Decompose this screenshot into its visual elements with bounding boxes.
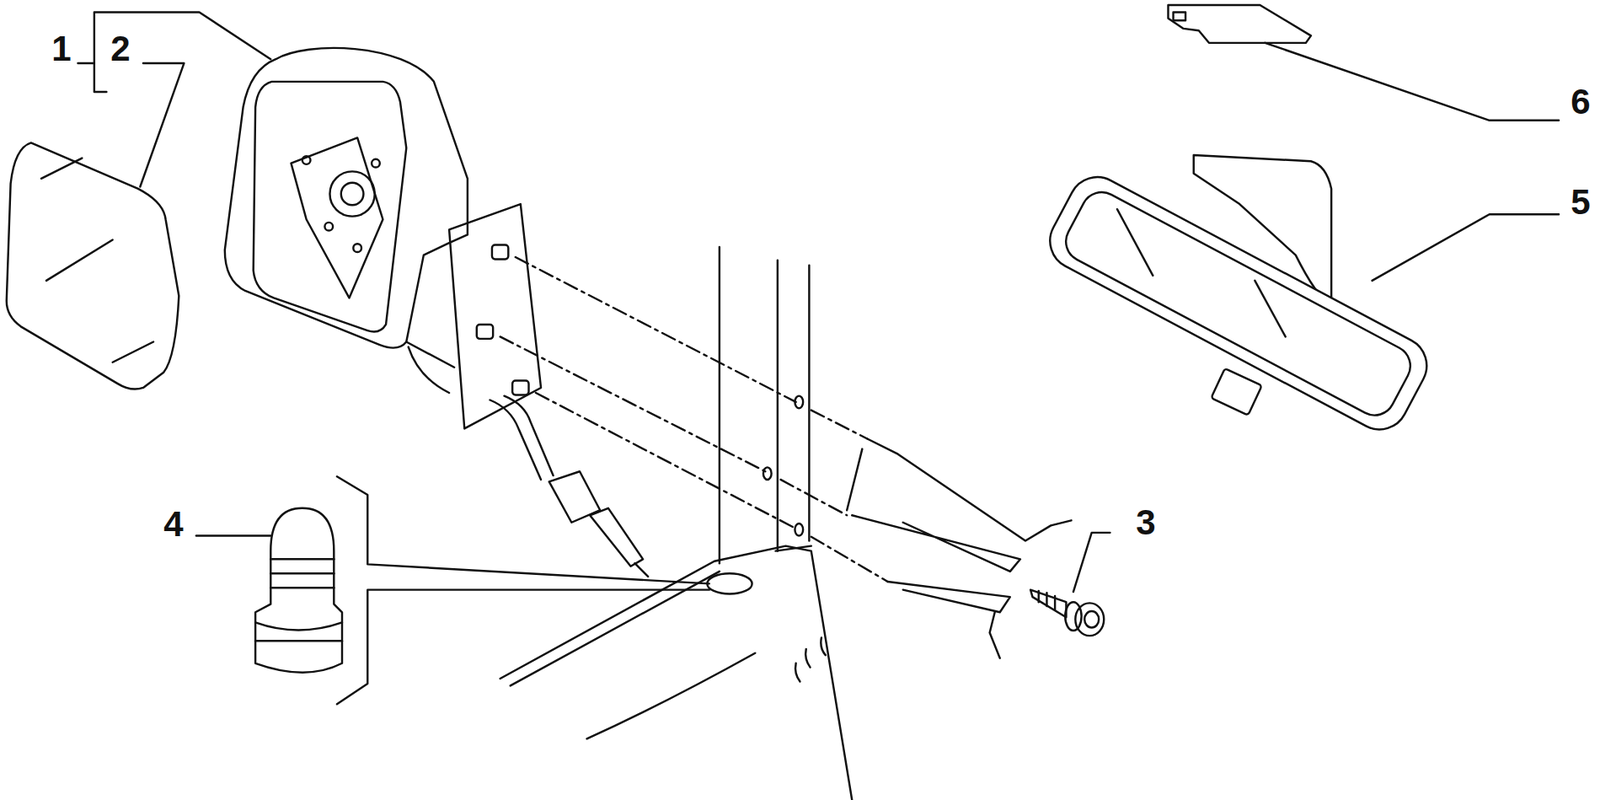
callout-number: 1 (51, 31, 71, 67)
callout-number: 4 (163, 506, 183, 542)
interior-mirror (1039, 155, 1437, 439)
door-frame (500, 246, 853, 800)
plug (255, 476, 710, 704)
screw (1030, 589, 1104, 636)
callout-number: 2 (110, 31, 130, 67)
callout-number: 6 (1570, 84, 1590, 120)
cover-clip (1167, 5, 1311, 43)
leader-lines (77, 12, 1559, 593)
callout-number: 5 (1570, 184, 1590, 220)
callout-number: 3 (1135, 504, 1156, 541)
mounting-plate (449, 203, 648, 577)
mirror-housing (224, 48, 468, 393)
mirror-glass (6, 142, 180, 389)
alignment-lines (500, 256, 889, 582)
trim-wedges (846, 438, 1071, 658)
